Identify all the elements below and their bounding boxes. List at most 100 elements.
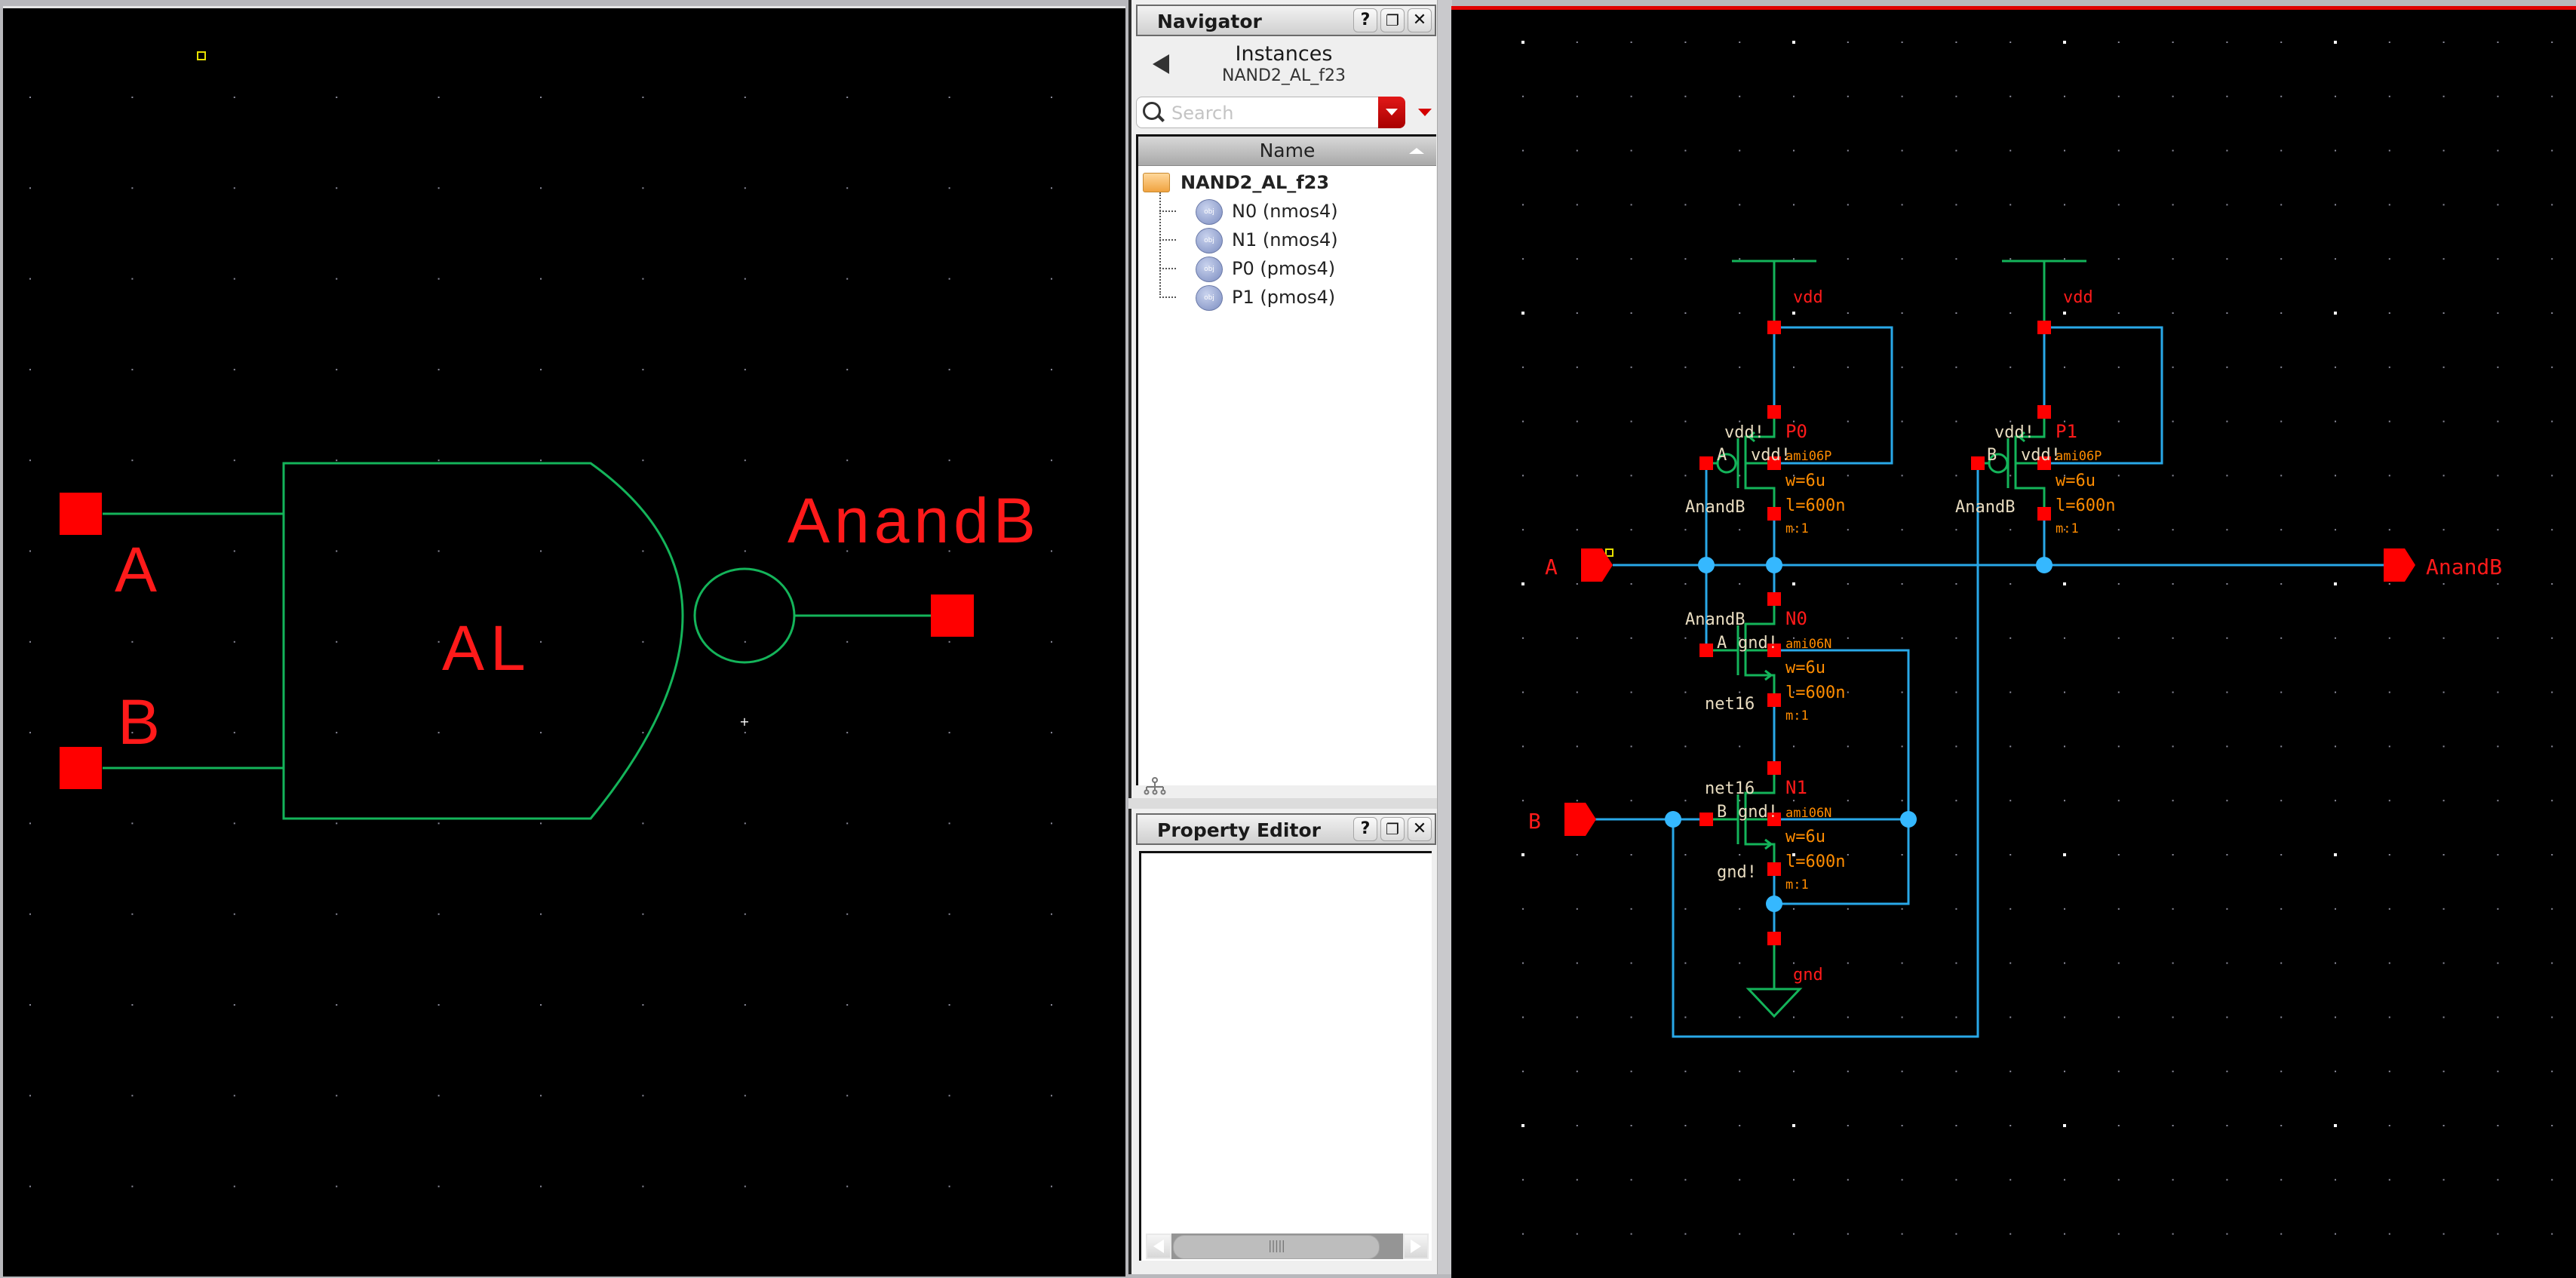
terminal[interactable] xyxy=(1767,862,1781,876)
tree-item-p1[interactable]: obj P1 (pmos4) xyxy=(1159,283,1436,312)
symbol-canvas[interactable]: A B AL AnandB + xyxy=(3,6,1125,1276)
scroll-left-arrow-icon[interactable] xyxy=(1147,1235,1170,1258)
pin-output-label: AnandB xyxy=(788,485,1040,556)
grid-dot xyxy=(2010,420,2012,422)
grid-dot xyxy=(1847,258,1849,260)
help-button[interactable]: ? xyxy=(1353,8,1377,32)
schematic-drawing[interactable]: A B AnandB vdd vdd gnd P0 P1 N0 N1 ami06… xyxy=(1451,10,2576,1274)
wire[interactable] xyxy=(1774,818,1910,905)
terminal[interactable] xyxy=(1767,507,1781,521)
terminal[interactable] xyxy=(2037,456,2051,470)
property-list[interactable] xyxy=(1139,851,1432,1261)
grid-dot xyxy=(131,641,134,643)
search-options-dropdown[interactable] xyxy=(1378,97,1405,128)
grid-dot xyxy=(744,1095,746,1097)
close-button[interactable]: ✕ xyxy=(1408,817,1432,841)
close-button[interactable]: ✕ xyxy=(1408,8,1432,32)
schematic-canvas[interactable]: A B AnandB vdd vdd gnd P0 P1 N0 N1 ami06… xyxy=(1451,6,2576,1278)
grid-dot xyxy=(846,822,849,825)
grid-dot xyxy=(1522,908,1524,910)
grid-dot xyxy=(846,97,849,98)
hierarchy-icon[interactable] xyxy=(1144,777,1166,795)
instance-tree[interactable]: Name NAND2_AL_f23 obj N0 (nmos4) obj N1 … xyxy=(1136,134,1436,785)
pin-a[interactable] xyxy=(1581,548,1613,582)
grid-dot xyxy=(540,1095,542,1097)
terminal[interactable] xyxy=(1767,813,1781,826)
terminal[interactable] xyxy=(2037,405,2051,419)
pin-output-square[interactable] xyxy=(931,594,974,637)
grid-dot xyxy=(233,1095,235,1097)
grid-dot xyxy=(2117,800,2120,802)
terminal[interactable] xyxy=(1971,456,1985,470)
terminal[interactable] xyxy=(1699,456,1713,470)
grid-dot xyxy=(1522,962,1524,964)
nmos-n1[interactable] xyxy=(1706,768,1776,869)
terminal[interactable] xyxy=(1767,321,1781,334)
grid-dot xyxy=(2335,1233,2336,1235)
length-p1: l=600n xyxy=(2056,496,2115,515)
horizontal-scrollbar[interactable] xyxy=(1146,1233,1429,1259)
nand-gate-body[interactable] xyxy=(103,462,931,820)
scroll-thumb[interactable] xyxy=(1173,1235,1380,1259)
terminal-label-drain: AnandB xyxy=(1685,498,1745,517)
grid-dot xyxy=(2497,41,2499,43)
tree-root-item[interactable]: NAND2_AL_f23 xyxy=(1138,168,1436,197)
grid-dot xyxy=(438,459,440,462)
scroll-right-arrow-icon[interactable] xyxy=(1405,1235,1427,1258)
tree-item-p0[interactable]: obj P0 (pmos4) xyxy=(1159,254,1436,283)
tree-item-n1[interactable]: obj N1 (nmos4) xyxy=(1159,226,1436,254)
terminal[interactable] xyxy=(1767,644,1781,657)
gnd-symbol[interactable] xyxy=(1745,988,1803,1018)
wire[interactable] xyxy=(1774,326,1893,465)
help-button[interactable]: ? xyxy=(1353,817,1377,841)
grid-dot xyxy=(2226,800,2228,802)
grid-dot xyxy=(233,732,235,734)
column-header-name[interactable]: Name xyxy=(1138,137,1436,166)
wire-b[interactable] xyxy=(1672,463,1979,1038)
grid-dot xyxy=(1684,908,1687,910)
grid-dot xyxy=(1051,187,1052,189)
grid-dot xyxy=(2335,1016,2336,1018)
terminal[interactable] xyxy=(1699,813,1713,826)
pin-anandb[interactable] xyxy=(2384,548,2415,582)
pin-b[interactable] xyxy=(1564,803,1596,836)
grid-dot xyxy=(1793,366,1795,368)
grid-dot xyxy=(1847,800,1849,802)
grid-dot xyxy=(2117,1016,2120,1018)
terminal[interactable] xyxy=(1767,693,1781,707)
float-button[interactable]: ❐ xyxy=(1380,817,1405,841)
tree-item-n0[interactable]: obj N0 (nmos4) xyxy=(1159,197,1436,226)
grid-dot xyxy=(1684,962,1687,964)
property-editor-titlebar[interactable]: Property Editor ? ❐ ✕ xyxy=(1136,813,1436,845)
terminal[interactable] xyxy=(1767,932,1781,945)
grid-dot xyxy=(1576,1178,1578,1181)
grid-dot xyxy=(948,368,950,370)
grid-dot xyxy=(1901,1178,1903,1181)
dock-splitter[interactable] xyxy=(1128,798,1448,809)
search-input[interactable] xyxy=(1170,100,1362,126)
navigator-titlebar[interactable]: Navigator ? ❐ ✕ xyxy=(1136,5,1436,36)
terminal[interactable] xyxy=(1767,592,1781,606)
terminal[interactable] xyxy=(1767,761,1781,775)
float-button[interactable]: ❐ xyxy=(1380,8,1405,32)
grid-dot xyxy=(2442,691,2445,693)
symbol-drawing[interactable]: A B AL AnandB + xyxy=(3,8,1125,1276)
back-arrow-icon[interactable] xyxy=(1153,54,1169,74)
pin-b-square[interactable] xyxy=(60,747,102,789)
terminal[interactable] xyxy=(1699,644,1713,657)
grid-dot xyxy=(2497,637,2499,639)
dock-resize-edge[interactable] xyxy=(1437,0,1452,1274)
wire[interactable] xyxy=(2044,326,2163,465)
grid-dot xyxy=(1684,1071,1687,1073)
wire[interactable] xyxy=(1774,649,1910,819)
terminal[interactable] xyxy=(2037,321,2051,334)
terminal[interactable] xyxy=(1767,405,1781,419)
terminal[interactable] xyxy=(2037,507,2051,521)
pin-a-square[interactable] xyxy=(60,493,102,535)
search-box[interactable] xyxy=(1136,97,1405,128)
scroll-track[interactable] xyxy=(1171,1233,1403,1259)
grid-dot xyxy=(1847,420,1849,422)
grid-dot xyxy=(2388,854,2390,856)
filter-dropdown-icon[interactable] xyxy=(1418,109,1432,116)
terminal[interactable] xyxy=(1767,456,1781,470)
